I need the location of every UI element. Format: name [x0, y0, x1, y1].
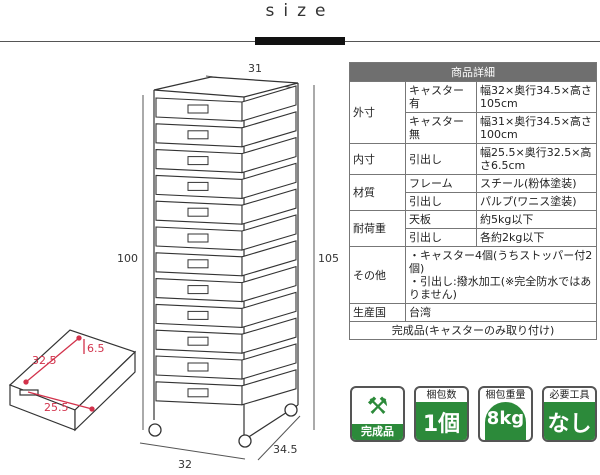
drawer-handle — [187, 207, 209, 217]
spec-label: 生産国 — [349, 303, 406, 322]
spec-sub: 引出し — [405, 228, 477, 247]
dim-top-width: 31 — [248, 62, 262, 75]
drawer-side — [241, 111, 297, 148]
badge-text: なし — [547, 412, 592, 437]
spec-value: 台湾 — [405, 303, 597, 322]
spec-label: その他 — [349, 246, 406, 304]
drawer-side — [241, 343, 297, 380]
dim-depth: 34.5 — [273, 443, 298, 456]
drawer-side — [241, 317, 297, 354]
spec-value: 幅31×奥行34.5×高さ100cm — [476, 112, 597, 144]
badge-complete: ⚒ 完成品 — [350, 386, 405, 442]
spec-value: 約5kg以下 — [476, 210, 597, 229]
badge-bar — [544, 402, 595, 440]
spec-label: 耐荷重 — [349, 210, 406, 247]
product-drawing — [8, 75, 315, 461]
drawer-handle — [187, 285, 209, 295]
drawer-handle — [187, 362, 209, 372]
drawer-handle — [187, 388, 209, 398]
spec-sub: キャスター有 — [405, 81, 477, 113]
spec-sub: 引出し — [405, 192, 477, 211]
drawer-side — [241, 85, 297, 122]
spec-sub: 引出し — [405, 143, 477, 175]
dim-total-height: 105 — [318, 252, 339, 265]
spec-value: 各約2kg以下 — [476, 228, 597, 247]
drawer-side — [241, 162, 297, 200]
spec-value: パルプ(ワニス塗装) — [476, 192, 597, 211]
spec-value: 幅25.5×奥行32.5×高さ6.5cm — [476, 143, 597, 175]
badge-caption: 梱包数 — [426, 390, 457, 401]
badge-bar — [352, 424, 403, 440]
page-title: size — [265, 1, 335, 21]
wrench-hammer-icon: ⚒ — [366, 392, 389, 420]
spec-value: スチール(粉体塗装) — [476, 174, 597, 193]
drawer-handle — [187, 156, 209, 166]
drawer-side — [241, 136, 297, 174]
drawer-side — [241, 291, 297, 329]
badge-text: 1個 — [422, 412, 461, 437]
spec-footer: 完成品(キャスターのみ取り付け) — [349, 321, 597, 340]
badge-text: 8kg — [486, 408, 525, 429]
drawer-side — [241, 265, 297, 303]
drawer-side — [241, 188, 297, 225]
drawer-side — [241, 369, 297, 406]
drawer-handle — [187, 310, 209, 320]
dim-drawer-height: 6.5 — [87, 342, 105, 355]
dim-bottom-width: 32 — [178, 458, 192, 471]
badge-caption: 必要工具 — [549, 390, 590, 401]
drawer-handle — [187, 336, 209, 346]
drawer-handle — [187, 259, 209, 269]
spec-label: 材質 — [349, 174, 406, 211]
badge-tools: 必要工具 なし — [542, 386, 597, 442]
drawer-handle — [187, 104, 209, 114]
title-rule-accent — [255, 37, 345, 45]
spec-table: 商品詳細 外寸 キャスター有 幅32×奥行34.5×高さ105cm キャスター無… — [349, 62, 597, 340]
spec-value: 幅32×奥行34.5×高さ105cm — [476, 81, 597, 113]
badge-caption: 梱包重量 — [485, 390, 526, 401]
spec-label: 内寸 — [349, 143, 406, 175]
badge-package-count: 梱包数 1個 — [414, 386, 469, 442]
spec-label: 外寸 — [349, 81, 406, 144]
spec-sub: キャスター無 — [405, 112, 477, 144]
drawer-side — [241, 214, 297, 251]
dim-body-height: 100 — [117, 252, 138, 265]
spec-title: 商品詳細 — [349, 62, 597, 82]
drawer-side — [241, 240, 297, 277]
box-icon — [416, 402, 467, 440]
dim-drawer-width: 25.5 — [44, 401, 69, 414]
drawer-handle — [187, 233, 209, 243]
drawer-handle — [187, 130, 209, 140]
badge-package-weight: 梱包重量 8kg — [478, 386, 533, 442]
spec-sub: フレーム — [405, 174, 477, 193]
spec-sub: 天板 — [405, 210, 477, 229]
drawer-handle — [187, 181, 209, 191]
weight-icon — [485, 402, 526, 440]
badge-text: 完成品 — [361, 425, 394, 438]
spec-value: ・キャスター4個(うちストッパー付2個) ・引出し:撥水加工(※完全防水ではあり… — [405, 246, 597, 304]
dim-drawer-depth: 32.5 — [32, 354, 57, 367]
